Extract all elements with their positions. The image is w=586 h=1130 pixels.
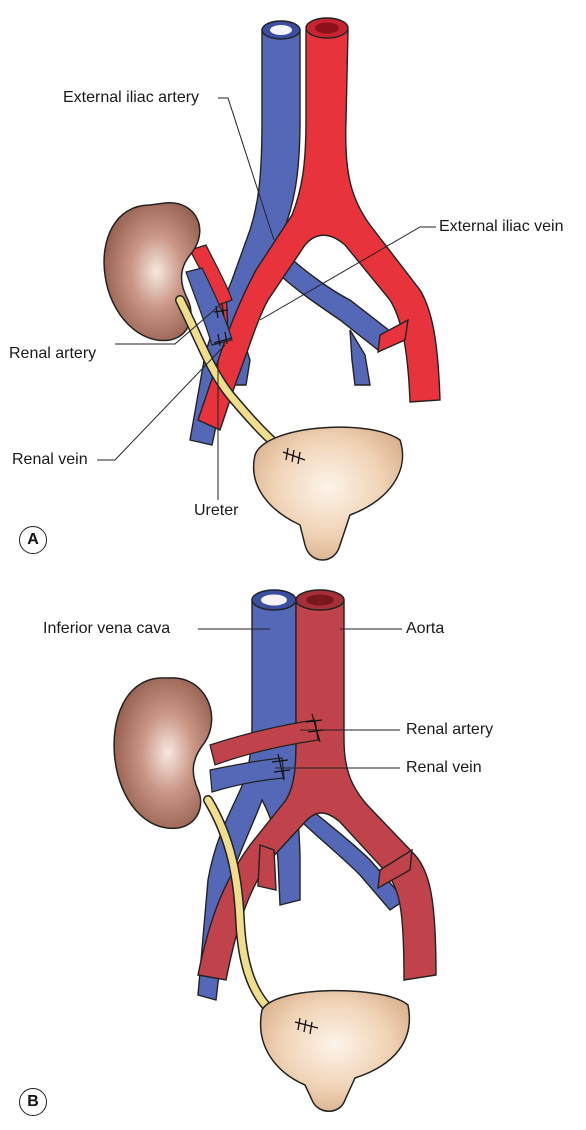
ureter-suture-b (294, 1017, 319, 1035)
artery-lumen-a (315, 22, 339, 34)
label-renal-artery-b: Renal artery (406, 721, 494, 738)
aorta-b (197, 599, 437, 981)
label-renal-artery-a: Renal artery (9, 345, 97, 362)
label-ureter: Ureter (194, 502, 239, 519)
label-external-iliac-artery: External iliac artery (63, 89, 200, 106)
external-iliac-artery-a (197, 29, 441, 431)
ureter-suture-a (282, 447, 306, 465)
vein-lumen-a (270, 25, 292, 35)
label-renal-vein-a: Renal vein (12, 451, 88, 468)
panel-letter-b: B (19, 1088, 47, 1116)
label-external-iliac-vein: External iliac vein (439, 218, 564, 235)
panel-letter-a: A (19, 526, 47, 554)
kidney-a (103, 202, 201, 342)
label-renal-vein-b: Renal vein (406, 759, 482, 776)
bladder-a (252, 426, 404, 561)
panel-a-illustration (103, 17, 441, 561)
bladder-b (259, 989, 410, 1112)
renal-artery-b (209, 719, 319, 766)
kidney-b (113, 677, 213, 829)
aorta-lumen-b (306, 594, 334, 606)
leader-lines-b (198, 628, 402, 769)
leader-lines-a (97, 97, 436, 500)
renal-vein-a (185, 267, 233, 346)
label-inferior-vena-cava: Inferior vena cava (43, 620, 171, 637)
ivc-lumen-b (261, 594, 287, 606)
panel-b-illustration (113, 589, 437, 1112)
label-aorta: Aorta (406, 620, 445, 637)
